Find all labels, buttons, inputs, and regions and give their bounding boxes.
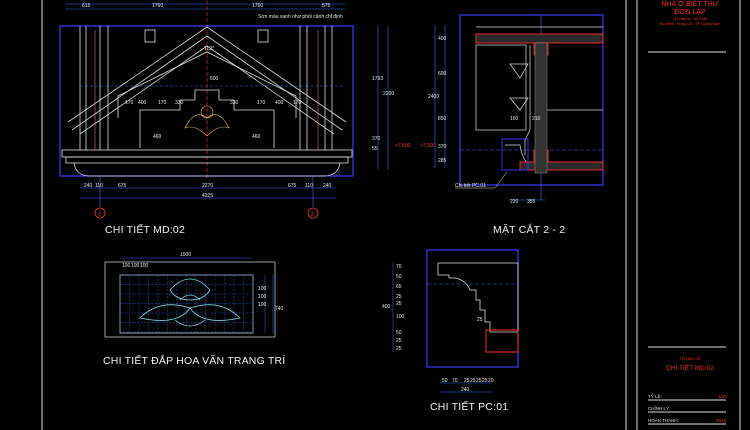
- dim-label: 575: [322, 3, 331, 9]
- dim-label: 20: [488, 378, 494, 384]
- dim-label: 1760: [152, 3, 163, 9]
- dim-label: 50: [396, 274, 402, 280]
- drawing-name: CHI TIẾT MD:02: [666, 365, 714, 372]
- dim-label: 460: [252, 134, 261, 140]
- dim-label: 25: [477, 317, 483, 323]
- dim-label: 2270: [202, 183, 213, 189]
- dim-label: 170: [293, 100, 302, 106]
- ornament-detail: 1500 100 100 100 100 100 100 740: [104, 252, 284, 338]
- dim-label: 2200: [383, 91, 394, 97]
- ornament-title: CHI TIẾT ĐẮP HOA VĂN TRANG TRÍ: [103, 355, 286, 367]
- dim-label: 55: [372, 146, 378, 152]
- dim-label: 25: [396, 301, 402, 307]
- dim-label: 240: [461, 387, 470, 393]
- completed-value: 2018: [716, 418, 727, 423]
- total-dim-label: 4225: [202, 193, 213, 199]
- dim-label: 370: [372, 136, 381, 142]
- note-label: Sơn màu xanh như phối cảnh chỉ định: [258, 13, 343, 20]
- dim-label: 240: [323, 183, 332, 189]
- grid-marks: [94, 207, 319, 219]
- dim-label: 1500: [180, 252, 191, 258]
- dim-label: 160: [510, 116, 519, 122]
- dim-label: 25: [470, 378, 476, 384]
- grid-mark-label: 3: [311, 212, 314, 218]
- dim-label: 70: [396, 264, 402, 270]
- grid-mark-label: 2: [98, 212, 101, 218]
- dim-label: 70: [452, 378, 458, 384]
- level-mark: +7.500: [420, 143, 436, 149]
- dim-label: 460: [153, 134, 162, 140]
- dim-label: 400: [275, 100, 284, 106]
- angle-label: 112°: [204, 46, 214, 52]
- dim-label: 170: [257, 100, 266, 106]
- checked-label: CHỈNH LÝ:: [648, 406, 671, 411]
- dim-label: 285: [438, 158, 447, 164]
- completed-label: HOÀN THÀNH:: [648, 418, 679, 423]
- dim-label: 100: [258, 286, 267, 292]
- location-text: Địa điểm : Hưng Cát - TP Quảng Nam: [659, 22, 721, 26]
- dim-label: 210: [532, 116, 541, 122]
- dim-label: 25: [482, 378, 488, 384]
- project-title: NHÀ Ở BIỆT THỰ: [661, 1, 719, 8]
- dim-label: 370: [438, 144, 447, 150]
- scale-value: 1/25: [718, 394, 727, 399]
- section-title: MẶT CẮT 2 - 2: [493, 224, 566, 236]
- dim-label: 25: [396, 294, 402, 300]
- dim-label: 400: [138, 100, 147, 106]
- dim-label: 600: [210, 76, 219, 82]
- elevation-md02: 615 1760 1760 575 Sơn màu xanh như phối …: [59, 0, 436, 219]
- elevation-title: CHI TIẾT MD:02: [105, 224, 186, 236]
- dim-label: 100: [396, 314, 405, 320]
- pc01-title: CHI TIẾT PC:01: [430, 401, 509, 413]
- dim-label: 25: [396, 346, 402, 352]
- dim-label: 50: [442, 378, 448, 384]
- dim-label: 330: [230, 100, 239, 106]
- dim-label: 220: [510, 199, 519, 205]
- dim-label: 330: [175, 100, 184, 106]
- dim-label: 400: [438, 36, 447, 42]
- dim-label: 100: [122, 263, 131, 269]
- dim-label: 100: [131, 263, 140, 269]
- dim-label: 25: [464, 378, 470, 384]
- dim-label: 740: [275, 306, 284, 312]
- dim-label: 675: [288, 183, 297, 189]
- dim-label: 400: [382, 304, 391, 310]
- project-subtitle: ĐƠN LẬP: [674, 9, 706, 16]
- dim-label: 1760: [252, 3, 263, 9]
- dim-label: 100: [258, 302, 267, 308]
- dim-label: 170: [125, 100, 134, 106]
- dim-label: 110: [305, 183, 313, 189]
- pc01-detail: 70 50 65 25 25 100 50 25 25 400 25 50 70…: [382, 249, 519, 393]
- dim-label: 110: [95, 183, 103, 189]
- section-2-2: 400 600 850 370 285 2400 160 210 220 355…: [428, 14, 604, 205]
- owner-text: Chủ đầu tư : Mr Tuấn: [672, 17, 708, 21]
- dim-label: 170: [158, 100, 167, 106]
- callout-label: Chi tiết PC.01: [455, 183, 486, 189]
- sheet-border: [41, 0, 741, 430]
- dim-label: 25: [476, 378, 482, 384]
- scale-label: TỶ LỆ:: [648, 394, 662, 399]
- dim-label: 100: [140, 263, 149, 269]
- dim-label: 50: [396, 330, 402, 336]
- dim-label: 1793: [372, 76, 383, 82]
- dim-label: 615: [82, 3, 91, 9]
- dim-label: 355: [527, 199, 536, 205]
- dim-label: 675: [118, 183, 127, 189]
- drawing-name-label: TÊN BẢN VẼ: [679, 357, 701, 361]
- dim-label: 2400: [428, 94, 439, 100]
- dim-label: 600: [438, 71, 447, 77]
- dim-label: 240: [84, 183, 93, 189]
- level-mark: +7.500: [395, 143, 411, 149]
- dim-label: 100: [258, 294, 267, 300]
- dim-label: 850: [438, 116, 447, 122]
- dim-label: 25: [396, 338, 402, 344]
- dim-label: 65: [396, 284, 402, 290]
